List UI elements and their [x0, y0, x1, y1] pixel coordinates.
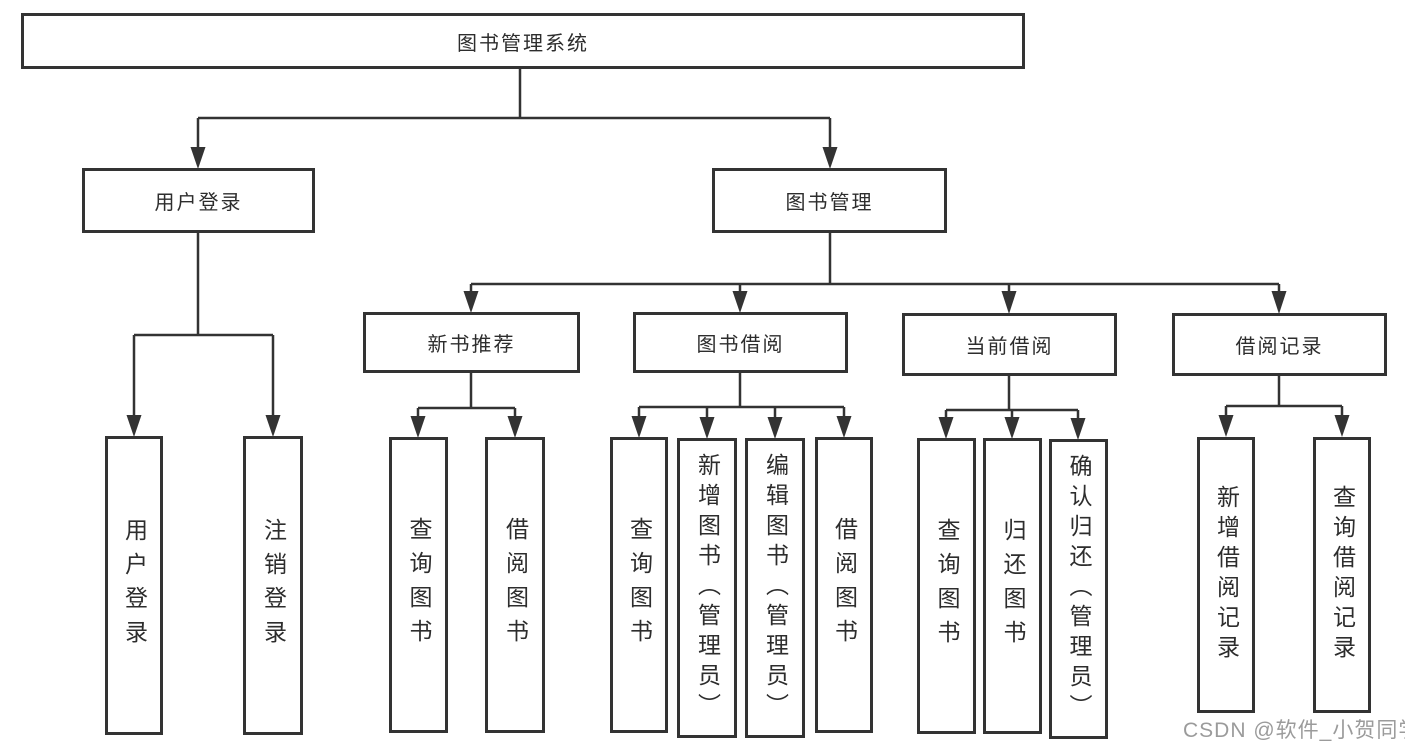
arrowhead	[126, 415, 142, 437]
leaf-label: 新增借阅记录	[1213, 485, 1240, 665]
leaf-query-book-1: 查询图书	[389, 437, 448, 733]
node-label: 新书推荐	[427, 334, 516, 356]
node-user-login: 用户登录	[82, 168, 315, 233]
leaf-add-book-admin: 新增图书（管理员）	[677, 438, 737, 738]
arrowhead	[631, 416, 647, 438]
connector-user-login-children	[132, 233, 275, 416]
leaf-label: 注销登录	[260, 517, 287, 654]
arrowhead	[836, 416, 852, 438]
leaf-return-book: 归还图书	[983, 438, 1042, 734]
arrowheads-level2	[463, 291, 1287, 314]
leaf-borrow-book-2: 借阅图书	[815, 437, 873, 733]
leaf-confirm-return-admin: 确认归还（管理员）	[1049, 439, 1108, 739]
leaf-label: 新增图书（管理员）	[694, 453, 721, 723]
node-root-system: 图书管理系统	[21, 13, 1025, 69]
leaf-user-login: 用户登录	[105, 436, 163, 735]
node-label: 当前借阅	[965, 336, 1054, 358]
node-current-borrow: 当前借阅	[902, 313, 1117, 376]
node-book-borrow: 图书借阅	[633, 312, 848, 373]
arrowhead	[190, 147, 206, 169]
leaf-label: 查询图书	[934, 518, 960, 654]
arrowhead	[767, 417, 783, 439]
leaf-query-book-2: 查询图书	[610, 437, 668, 733]
arrowheads-current-borrow-children	[938, 417, 1086, 440]
leaf-query-book-3: 查询图书	[917, 438, 976, 734]
leaf-label: 确认归还（管理员）	[1066, 454, 1092, 724]
arrowhead	[463, 291, 479, 313]
leaf-label: 借阅图书	[502, 517, 529, 653]
leaf-label: 归还图书	[1000, 518, 1026, 654]
connector-book-borrow-children	[637, 373, 846, 418]
leaf-borrow-book-1: 借阅图书	[485, 437, 545, 733]
leaf-query-borrow-record: 查询借阅记录	[1313, 437, 1371, 713]
arrowhead	[822, 147, 838, 169]
leaf-label: 编辑图书（管理员）	[762, 453, 789, 723]
leaf-logout: 注销登录	[243, 436, 303, 735]
node-label: 借阅记录	[1235, 336, 1324, 358]
csdn-watermark: CSDN @软件_小贺同学	[1183, 719, 1405, 742]
arrowheads-user-login-children	[126, 415, 281, 437]
connector-current-borrow-children	[944, 376, 1080, 419]
node-label: 用户登录	[154, 192, 243, 214]
arrowhead	[1001, 291, 1017, 314]
arrowheads-new-books-children	[410, 416, 523, 438]
arrowhead	[1218, 415, 1234, 437]
arrowhead	[1271, 291, 1287, 314]
node-label: 图书借阅	[696, 334, 785, 356]
leaf-label: 用户登录	[121, 517, 148, 654]
node-label: 图书管理	[785, 192, 874, 214]
arrowheads-book-borrow-children	[631, 416, 852, 439]
arrowhead	[265, 415, 281, 437]
leaf-label: 查询图书	[626, 517, 653, 653]
connector-book-mgmt-to-level2	[469, 233, 1281, 292]
leaf-label: 借阅图书	[831, 517, 858, 653]
arrowhead	[507, 416, 523, 438]
arrowhead	[1334, 415, 1350, 437]
node-label: 图书管理系统	[457, 32, 589, 55]
node-new-book-recommend: 新书推荐	[363, 312, 580, 373]
node-book-management: 图书管理	[712, 168, 947, 233]
arrowhead	[699, 417, 715, 439]
arrowhead	[938, 417, 954, 439]
arrowheads-level1	[190, 147, 838, 169]
connector-root-to-level1	[196, 69, 832, 148]
arrowhead	[1004, 417, 1020, 439]
node-borrow-records: 借阅记录	[1172, 313, 1387, 376]
leaf-add-borrow-record: 新增借阅记录	[1197, 437, 1255, 713]
connector-new-books-children	[416, 373, 517, 417]
arrowheads-borrow-records-children	[1218, 415, 1350, 437]
leaf-label: 查询借阅记录	[1329, 485, 1356, 665]
connector-borrow-records-children	[1224, 376, 1344, 416]
leaf-edit-book-admin: 编辑图书（管理员）	[745, 438, 805, 738]
arrowhead	[1070, 418, 1086, 440]
leaf-label: 查询图书	[406, 517, 432, 653]
arrowhead	[732, 291, 748, 313]
arrowhead	[410, 416, 426, 438]
